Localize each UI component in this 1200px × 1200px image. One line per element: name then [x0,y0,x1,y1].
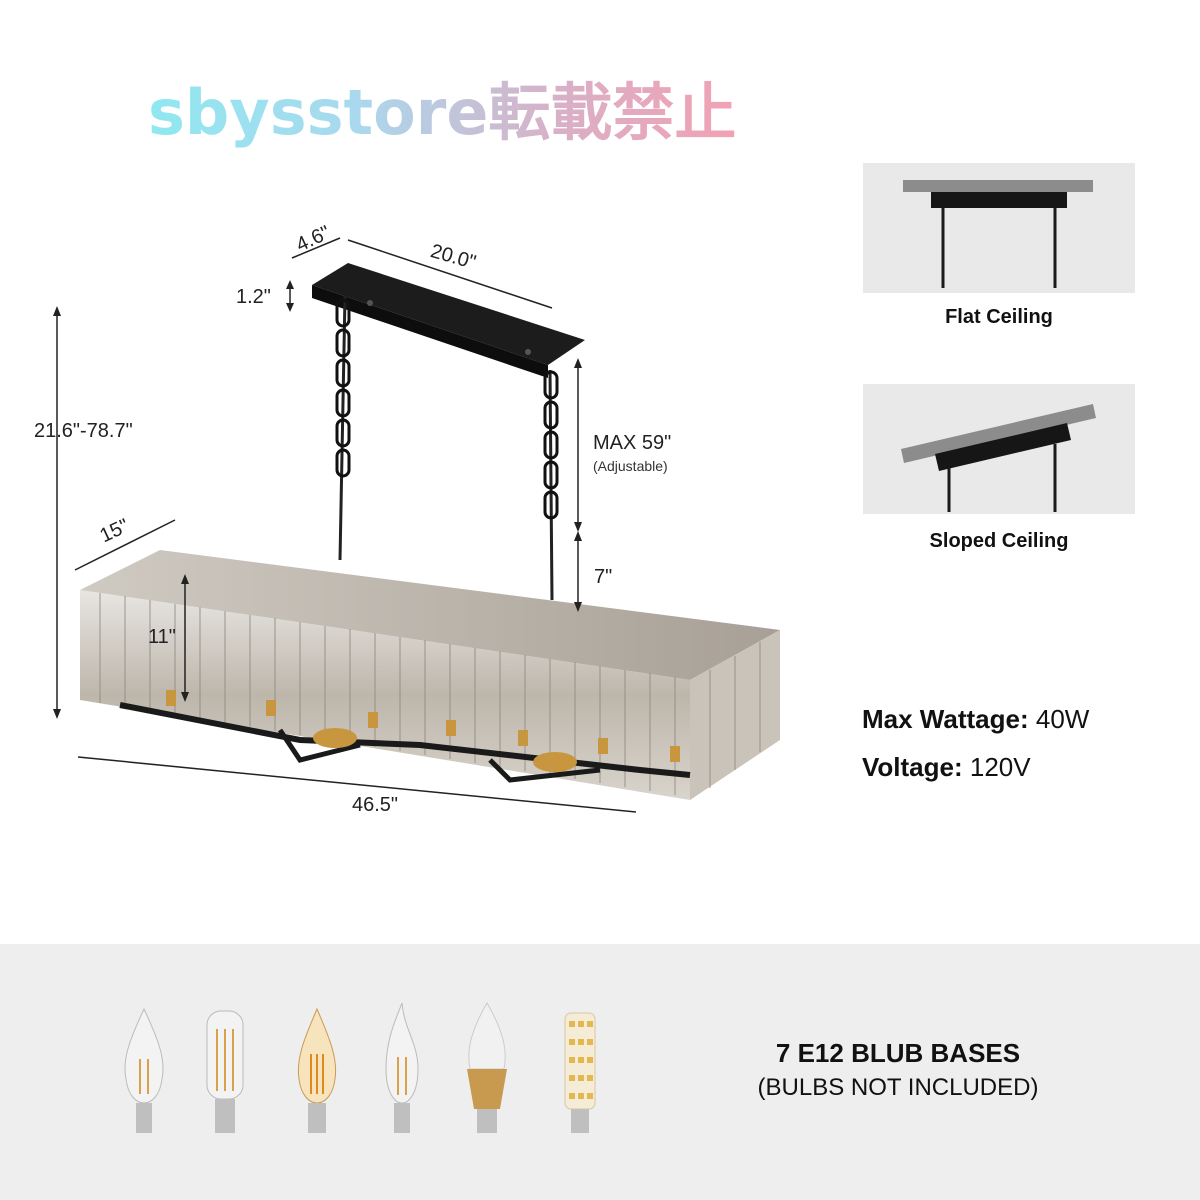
bulb-bases-title: 7 E12 BLUB BASES [775,1038,1021,1068]
sloped-ceiling-panel [863,384,1135,514]
flat-ceiling-icon [903,180,1093,288]
amber-candle-bulb-icon [297,1007,337,1133]
voltage-label: Voltage: [862,752,963,782]
total-length-label: 46.5" [352,794,399,816]
chain-max-label: MAX 59" [593,432,672,454]
flat-ceiling-label: Flat Ceiling [945,306,1053,328]
canopy-height-label: 1.2" [236,286,271,308]
bulbs-not-included-note: (BULBS NOT INCLUDED) [757,1074,1039,1101]
watermark-logo: sbysstore転載禁止 [148,62,736,152]
drop-gap-label: 7" [594,566,613,588]
candle-bulb-icon [124,1007,164,1133]
gold-led-bulb-icon [467,1001,507,1133]
chain-adjustable-label: (Adjustable) [593,458,668,474]
sloped-ceiling-label: Sloped Ceiling [929,530,1069,552]
chandelier-image [53,237,780,813]
sloped-ceiling-icon [901,404,1096,512]
max-wattage-label: Max Wattage: [862,704,1029,734]
tube-bulb-icon [206,1010,244,1133]
corn-led-bulb-icon [564,1012,596,1133]
voltage-spec: Voltage: 120V [862,752,1031,783]
voltage-value: 120V [969,752,1031,782]
max-wattage-spec: Max Wattage: 40W [862,704,1089,735]
bulb-icons [124,1001,596,1133]
max-wattage-value: 40W [1035,704,1090,734]
total-height-label: 21.6"-78.7" [34,420,133,442]
shade-height-label: 11" [148,626,176,648]
bulb-band: 7 E12 BLUB BASES (BULBS NOT INCLUDED) [0,944,1200,1200]
flat-ceiling-panel [863,163,1135,293]
flame-tip-bulb-icon [385,1002,419,1133]
